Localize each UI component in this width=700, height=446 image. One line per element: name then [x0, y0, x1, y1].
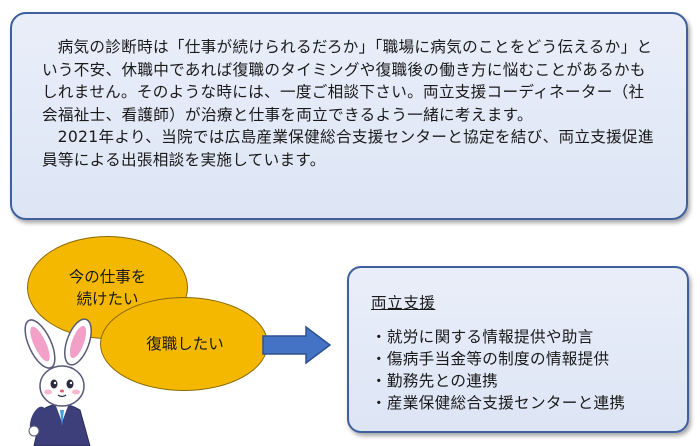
intro-panel: 病気の診断時は「仕事が続けられるだろか」「職場に病気のことをどう伝えるか」という… — [10, 12, 688, 220]
support-title: 両立支援 — [371, 294, 436, 312]
bubble-continue-work: 今の仕事を 続けたい — [27, 236, 188, 339]
support-list: ・就労に関する情報提供や助言 ・傷病手当金等の制度の情報提供 ・勤務先との連携 … — [371, 326, 675, 414]
support-panel: 両立支援 ・就労に関する情報提供や助言 ・傷病手当金等の制度の情報提供 ・勤務先… — [347, 266, 689, 433]
support-item: ・傷病手当金等の制度の情報提供 — [371, 350, 610, 368]
intro-paragraph-2: 2021年より、当院では広島産業保健総合支援センターと協定を結び、両立支援促進員… — [42, 128, 654, 169]
support-item: ・勤務先との連携 — [371, 372, 498, 390]
intro-paragraph-1: 病気の診断時は「仕事が続けられるだろか」「職場に病気のことをどう伝えるか」という… — [42, 38, 653, 124]
support-item: ・就労に関する情報提供や助言 — [371, 328, 594, 346]
bubble-return-to-work-label: 復職したい — [146, 335, 224, 353]
support-item: ・産業保健総合支援センターと連携 — [371, 394, 626, 412]
bubble-continue-work-label: 今の仕事を 続けたい — [68, 267, 147, 308]
right-arrow-icon — [262, 325, 332, 365]
bubble-return-to-work: 復職したい — [100, 297, 268, 391]
rabbit-mascot-icon — [24, 318, 92, 446]
